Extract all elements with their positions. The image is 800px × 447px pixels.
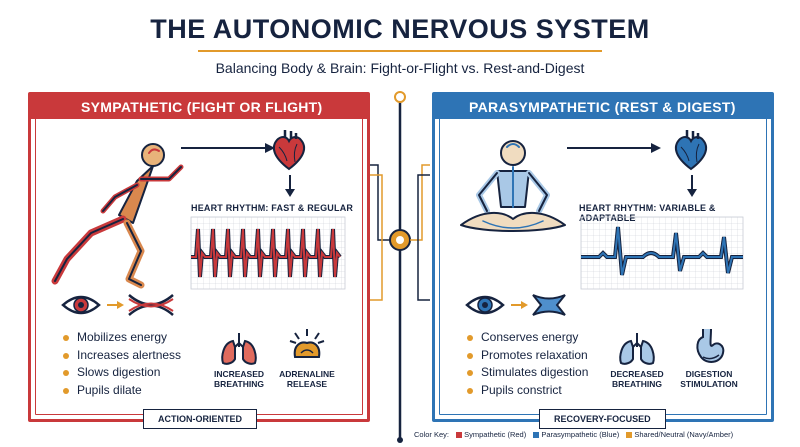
list-item: Increases alertness [61,347,181,365]
color-key-sympathetic: Sympathetic (Red) [464,430,527,439]
sympathetic-rhythm-label: HEART RHYTHM: FAST & REGULAR [191,203,354,213]
heart-icon [674,130,708,171]
heart-icon [272,130,306,171]
sympathetic-swatch [456,432,463,439]
parasympathetic-header: PARASYMPATHETIC (REST & DIGEST) [435,95,771,119]
sympathetic-panel: SYMPATHETIC (FIGHT OR FLIGHT) HEART RHY [28,92,370,429]
arrow-icon [107,301,124,309]
down-arrow-icon [687,175,697,197]
sympathetic-bullet-list: Mobilizes energy Increases alertness Slo… [61,329,181,399]
page-title: THE AUTONOMIC NERVOUS SYSTEM [150,14,650,44]
running-figure-icon [51,143,184,289]
dilated-pupil-icon [128,294,174,316]
constricted-pupil-icon [532,294,566,316]
sympathetic-ecg-chart [190,216,346,290]
color-key-parasympathetic: Parasympathetic (Blue) [541,430,620,439]
list-item: Slows digestion [61,364,181,382]
parasympathetic-panel: PARASYMPATHETIC (REST & DIGEST) HEART RH… [432,92,774,429]
lungs-icon [619,333,655,365]
list-item: Mobilizes energy [61,329,181,347]
arrow-icon [181,143,275,153]
list-item: Stimulates digestion [465,364,588,382]
meditating-figure-icon [460,140,566,232]
list-item: Pupils dilate [61,382,181,400]
sympathetic-header: SYMPATHETIC (FIGHT OR FLIGHT) [31,95,367,119]
page-subtitle: Balancing Body & Brain: Fight-or-Flight … [215,60,585,76]
list-item: Pupils constrict [465,382,588,400]
color-key: Color Key: Sympathetic (Red) Parasympath… [414,430,733,439]
arrow-icon [567,143,661,153]
down-arrow-icon [285,175,295,197]
arrow-icon [511,301,528,309]
list-item: Promotes relaxation [465,347,588,365]
list-item: Conserves energy [465,329,588,347]
shared-swatch [626,432,633,439]
parasympathetic-swatch [533,432,540,439]
lungs-icon [221,333,257,365]
parasympathetic-bullet-list: Conserves energy Promotes relaxation Sti… [465,329,588,399]
stomach-icon [696,328,725,363]
title-underline [198,50,602,52]
eye-icon [465,295,505,315]
adrenal-gland-icon [289,329,325,358]
parasympathetic-footer-tag: RECOVERY-FOCUSED [539,409,666,429]
color-key-label: Color Key: [414,430,450,439]
sympathetic-footer-tag: ACTION-ORIENTED [143,409,257,429]
color-key-shared: Shared/Neutral (Navy/Amber) [634,430,734,439]
parasympathetic-ecg-chart [580,216,744,290]
eye-icon [61,295,101,315]
